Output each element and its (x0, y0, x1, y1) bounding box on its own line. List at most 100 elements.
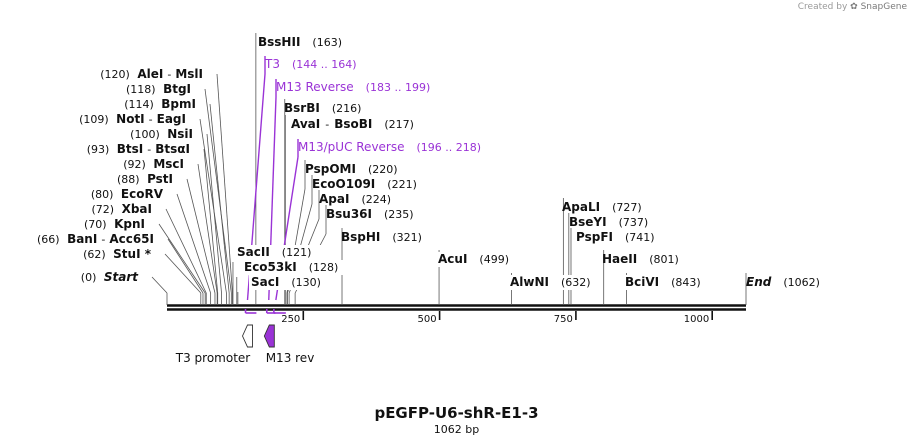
m13-rev-label: M13 rev (266, 351, 315, 365)
enzyme-name: EagI (157, 112, 186, 126)
credit-prefix: Created by (797, 2, 848, 12)
ruler-tick-label: 1000 (684, 314, 709, 325)
site-label: (93) BtsI-BtsαI (87, 142, 190, 156)
enzyme-name: End (746, 275, 772, 289)
site-position: (801) (649, 253, 679, 266)
enzyme-name: Eco53kI (244, 260, 297, 274)
site-separator: - (147, 143, 151, 156)
site-label: Eco53kI(128) (244, 260, 338, 274)
credit-brand: SnapGene (860, 2, 907, 12)
site-label: (0) Start (81, 270, 139, 284)
label-background (509, 275, 603, 290)
enzyme-name: PspOMI (305, 162, 356, 176)
ruler-tick-label: 500 (418, 314, 437, 325)
site-separator: - (325, 118, 329, 131)
ruler-tick-label: 250 (281, 314, 300, 325)
enzyme-name: SacII (237, 245, 270, 259)
site-separator: - (167, 68, 171, 81)
site-label: BssHII(163) (258, 35, 342, 49)
site-label: AvaI-BsoBI(217) (291, 117, 414, 131)
enzyme-name: AcuI (438, 252, 467, 266)
enzyme-name: SacI (251, 275, 279, 289)
site-position: (66) (37, 233, 63, 246)
site-label: BciVI(843) (625, 275, 701, 289)
site-position: (727) (612, 201, 642, 214)
plasmid-length: 1062 bp (433, 423, 480, 436)
site-separator: - (149, 113, 153, 126)
primer-label: M13 Reverse (183 .. 199) (276, 80, 430, 94)
site-position: (843) (671, 276, 701, 289)
snapgene-credit: Created by ✿ SnapGene (798, 2, 907, 12)
primer-name: T3 (264, 57, 280, 71)
cut-site-leader (176, 193, 211, 294)
site-label: BseYI(737) (569, 215, 648, 229)
site-position: (72) (92, 203, 118, 216)
t3-promoter-label: T3 promoter (175, 351, 251, 365)
enzyme-name: HaeII (602, 252, 637, 266)
site-position: (118) (126, 83, 159, 96)
site-position: (220) (368, 163, 398, 176)
site-position: (499) (479, 253, 509, 266)
cut-site-leader (151, 276, 168, 294)
site-position: (163) (312, 36, 342, 49)
cut-site-leader (167, 238, 204, 294)
enzyme-name: MslI (175, 67, 203, 81)
site-label: SacI(130) (251, 275, 321, 289)
site-label: (109) NotI-EagI (79, 112, 186, 126)
enzyme-name: Acc65I (109, 232, 154, 246)
enzyme-name: KpnI (114, 217, 145, 231)
site-label: End(1062) (746, 275, 820, 289)
site-position: (217) (384, 118, 414, 131)
site-label: (92) MscI (123, 157, 184, 171)
label-background (437, 252, 517, 267)
enzyme-name: StuI * (113, 247, 152, 261)
site-position: (216) (332, 102, 362, 115)
site-position: (321) (392, 231, 422, 244)
label-background (236, 245, 322, 260)
site-separator: - (101, 233, 105, 246)
primer-name: M13 Reverse (276, 80, 354, 94)
primer-range: (183 .. 199) (366, 81, 431, 94)
site-position: (121) (282, 246, 312, 259)
primer-range: (144 .. 164) (292, 58, 357, 71)
label-background (249, 275, 327, 290)
site-label: (66) BanI-Acc65I (37, 232, 154, 246)
enzyme-name: ApaLI (562, 200, 600, 214)
site-label: ApaLI (727) (562, 200, 642, 214)
enzyme-name: BtsαI (155, 142, 190, 156)
enzyme-name: Bsu36I (326, 207, 372, 221)
cut-site-leader (158, 223, 206, 294)
primer-name: M13/pUC Reverse (298, 140, 405, 154)
site-position: (109) (79, 113, 112, 126)
enzyme-name: BspHI (341, 230, 380, 244)
enzyme-name: BpmI (161, 97, 196, 111)
enzyme-name: MscI (153, 157, 184, 171)
site-label: HaeII (801) (602, 252, 679, 266)
enzyme-name: EcoO109I (312, 177, 375, 191)
site-position: (70) (84, 218, 110, 231)
site-label: SacII (121) (237, 245, 311, 259)
cut-site-leader (203, 148, 219, 294)
enzyme-name: Start (104, 270, 139, 284)
snapgene-logo-icon: ✿ (850, 2, 858, 12)
site-position: (93) (87, 143, 113, 156)
site-position: (88) (117, 173, 143, 186)
site-position: (62) (83, 248, 109, 261)
primer-label: T3 (144 .. 164) (264, 57, 357, 71)
m13-rev-arrow (263, 324, 275, 348)
enzyme-name: ApaI (319, 192, 349, 206)
enzyme-name: BtsI (117, 142, 144, 156)
site-position: (92) (123, 158, 149, 171)
cut-site-leader (164, 253, 202, 294)
site-label: BsrBI(216) (284, 101, 361, 115)
site-position: (737) (619, 216, 649, 229)
site-position: (235) (384, 208, 414, 221)
site-position: (100) (130, 128, 163, 141)
cut-site-leader (204, 88, 232, 294)
site-label: (72) XbaI (92, 202, 152, 216)
site-label: PspFI(741) (576, 230, 655, 244)
site-position: (120) (100, 68, 133, 81)
enzyme-name: AleI (137, 67, 163, 81)
cut-site-leader (197, 163, 218, 294)
site-position: (632) (561, 276, 591, 289)
